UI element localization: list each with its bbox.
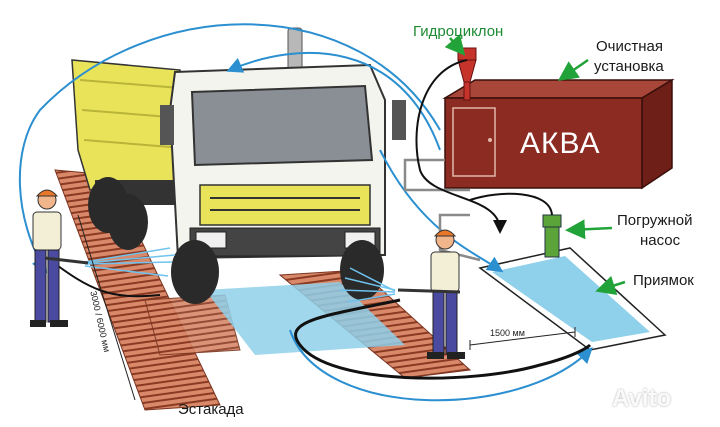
submersible-pump	[542, 214, 562, 258]
treatment-unit	[442, 78, 675, 190]
truck-grille	[199, 184, 371, 226]
wheel-front-left	[171, 240, 219, 304]
label-hydrocyclone: Гидроциклон	[413, 23, 504, 40]
arrow-treatment	[557, 58, 589, 81]
truck-windshield	[190, 84, 374, 167]
hoses	[49, 59, 592, 380]
arrow-pump	[565, 219, 613, 240]
unit-name: АКВА	[520, 127, 601, 160]
pit	[478, 247, 667, 351]
dim-width-line	[469, 331, 576, 346]
hose-hydrocyclone	[415, 59, 507, 234]
flow-arc-left	[18, 23, 441, 274]
exhaust-pipe	[287, 27, 303, 74]
label-pump-line1: Погружной	[617, 212, 693, 229]
label-overpass: Эстакада	[178, 401, 244, 418]
label-treatment-line1: Очистная	[596, 38, 663, 55]
label-width-dimension: 1500 мм	[490, 328, 525, 338]
arrow-hydrocyclone	[444, 34, 466, 56]
label-pit: Приямок	[633, 272, 694, 289]
avito-watermark: Avito	[612, 385, 672, 412]
water-flow-lines	[18, 23, 593, 402]
pit-water	[492, 256, 650, 342]
flow-arc-bottom	[289, 329, 593, 402]
unit-side	[641, 78, 673, 190]
hose-floor	[294, 298, 592, 380]
worker-left	[30, 189, 89, 327]
hose-pump	[469, 192, 553, 216]
worker-right	[397, 229, 465, 359]
label-arrows	[444, 34, 626, 295]
water-sprays	[84, 247, 396, 303]
dimension-lines	[77, 214, 576, 401]
flow-arc-top	[226, 51, 441, 151]
mirror-right	[392, 100, 406, 140]
unit-front	[444, 97, 643, 189]
label-treatment-line2: установка	[594, 58, 664, 75]
label-pump-line2: насос	[640, 232, 681, 249]
mirror-left	[160, 105, 174, 145]
wheel-rear-2	[108, 194, 148, 250]
unit-top	[442, 79, 675, 99]
dim-length-line	[77, 214, 136, 401]
unit-door	[452, 107, 496, 177]
arrow-pit	[595, 275, 626, 295]
dump-truck	[71, 27, 406, 304]
